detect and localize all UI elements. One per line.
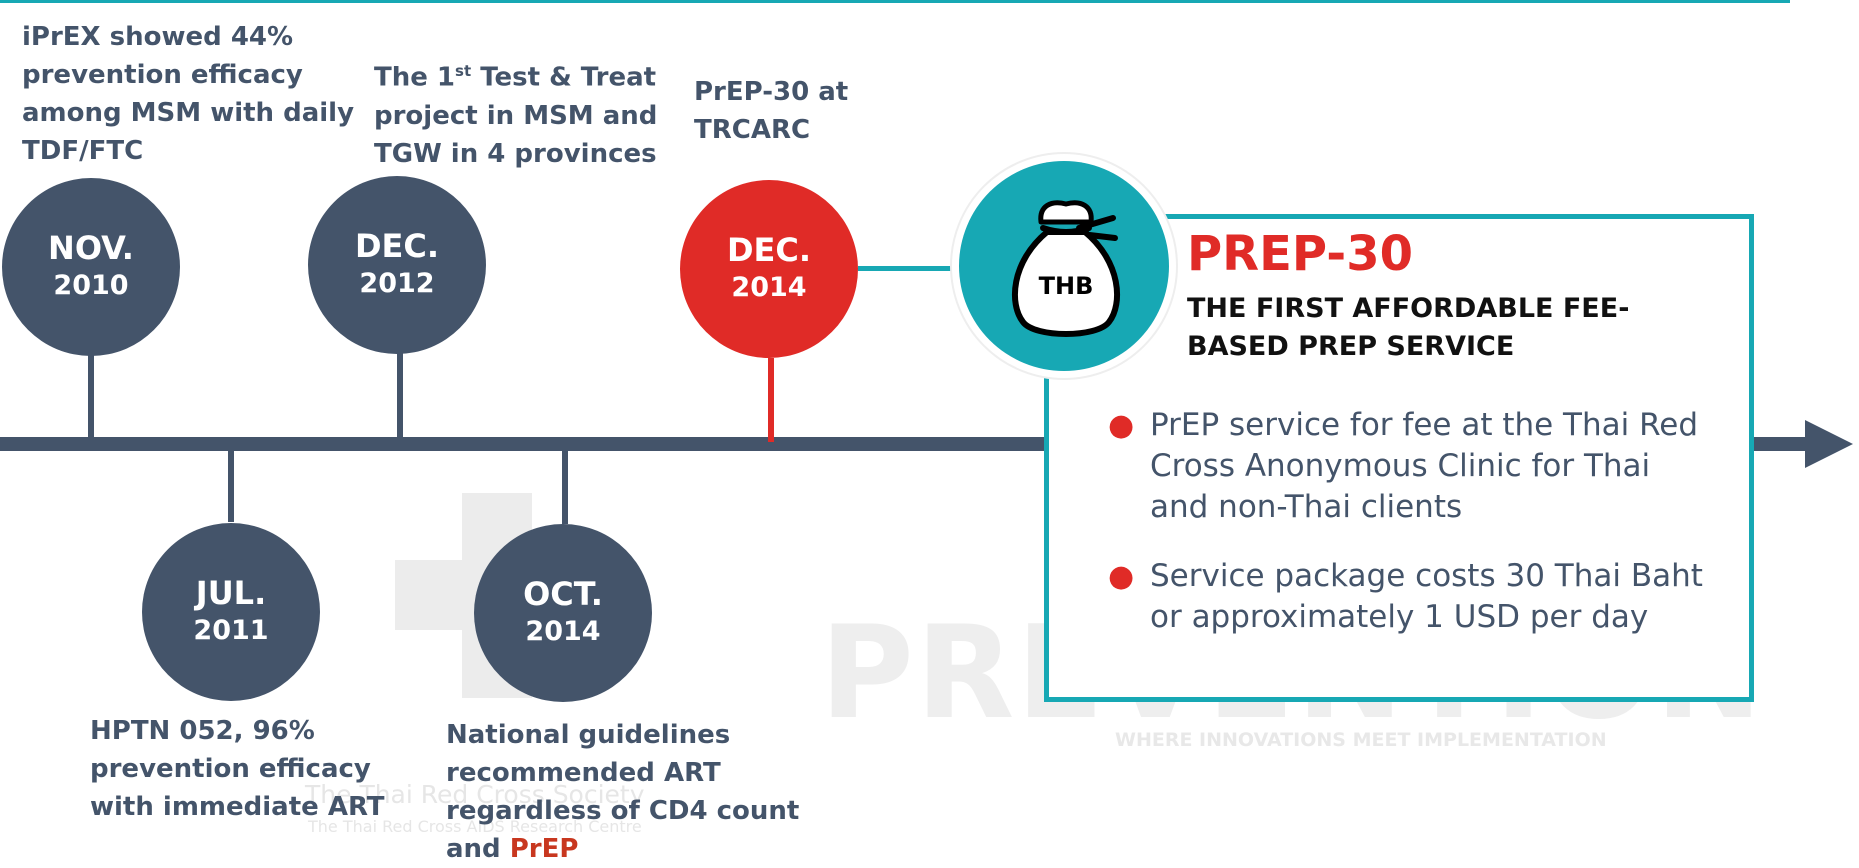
milestone-text-dec-2014: PrEP-30 at TRCARC [694,73,848,149]
bullet-text: Service package costs 30 Thai Baht or ap… [1150,558,1703,635]
text-line: TDF/FTC [22,136,144,166]
text-line: TGW in 4 provinces [374,138,657,169]
stem-jul-2011 [228,448,234,522]
callout-title: PREP-30 [1187,226,1413,282]
stem-oct-2014 [562,448,568,524]
stem-dec-2014 [768,358,774,442]
milestone-circle-dec-2012: DEC. 2012 [308,176,486,354]
text-line: PrEP-30 at [694,77,849,107]
milestone-year: 2014 [731,272,807,304]
text-line: TRCARC [694,115,811,145]
milestone-month: DEC. [726,230,812,269]
bullet-dot-icon: ● [1108,408,1135,443]
text-line: The 1st Test & Treat [374,52,657,97]
text-line: regardless of CD4 count [446,796,800,826]
top-rule [0,0,1790,3]
milestone-circle-dec-2014: DEC. 2014 [680,180,858,358]
text-line: prevention efficacy [90,754,371,784]
superscript: st [455,62,472,80]
bullet-text: PrEP service for fee at the Thai Red Cro… [1150,407,1698,525]
text-line: iPrEX showed 44% [22,22,294,52]
text-line: prevention efficacy [22,60,303,90]
bullet-dot-icon: ● [1108,559,1135,594]
milestone-text-jul-2011: HPTN 052, 96% prevention efficacy with i… [90,712,385,826]
stem-nov-2010 [88,355,94,440]
callout-bullet-list: ● PrEP service for fee at the Thai Red Cr… [1108,405,1708,666]
text-line: project in MSM and [374,100,658,131]
milestone-month: NOV. [48,228,134,267]
badge-text: THB [1039,272,1094,300]
callout-subtitle: THE FIRST AFFORDABLE FEE-BASED PREP SERV… [1187,293,1630,362]
milestone-year: 2014 [525,616,601,648]
milestone-month: JUL. [195,573,267,612]
watermark-org-name: The Thai Red Cross Society [305,780,645,809]
watermark-org-centre: The Thai Red Cross AIDS Research Centre [308,817,642,836]
milestone-year: 2012 [359,268,435,300]
money-bag-icon: THB [1011,200,1121,337]
bullet-item: ● PrEP service for fee at the Thai Red Cr… [1108,405,1708,528]
milestone-text-nov-2010: iPrEX showed 44% prevention efficacy amo… [22,18,354,170]
bullet-item: ● Service package costs 30 Thai Baht or a… [1108,556,1708,638]
text-line: recommended ART [446,758,721,788]
text-line: and PrEP [446,830,799,868]
watermark-tagline: WHERE INNOVATIONS MEET IMPLEMENTATION [1115,729,1607,751]
milestone-text-dec-2012: The 1st Test & Treat project in MSM and … [374,52,657,173]
text-line: among MSM with daily [22,98,355,128]
milestone-year: 2010 [53,270,129,302]
text-rest: Test & Treat [471,62,657,93]
stem-dec-2012 [397,352,403,440]
milestone-month: DEC. [354,226,440,265]
milestone-circle-jul-2011: JUL. 2011 [142,523,320,701]
text-line: HPTN 052, 96% [90,716,315,746]
timeline-arrow-icon [1805,420,1853,468]
text-line: with immediate ART [90,792,385,822]
milestone-circle-nov-2010: NOV. 2010 [2,178,180,356]
text-prefix: The 1 [374,62,456,93]
prep-highlight: PrEP [509,834,579,864]
text-prefix: and [446,834,510,864]
milestone-text-oct-2014: National guidelines recommended ART rega… [446,716,799,868]
text-line: National guidelines [446,720,731,750]
callout-connector [858,266,954,271]
milestone-year: 2011 [193,615,269,647]
milestone-month: OCT. [523,574,603,613]
milestone-circle-oct-2014: OCT. 2014 [474,524,652,702]
